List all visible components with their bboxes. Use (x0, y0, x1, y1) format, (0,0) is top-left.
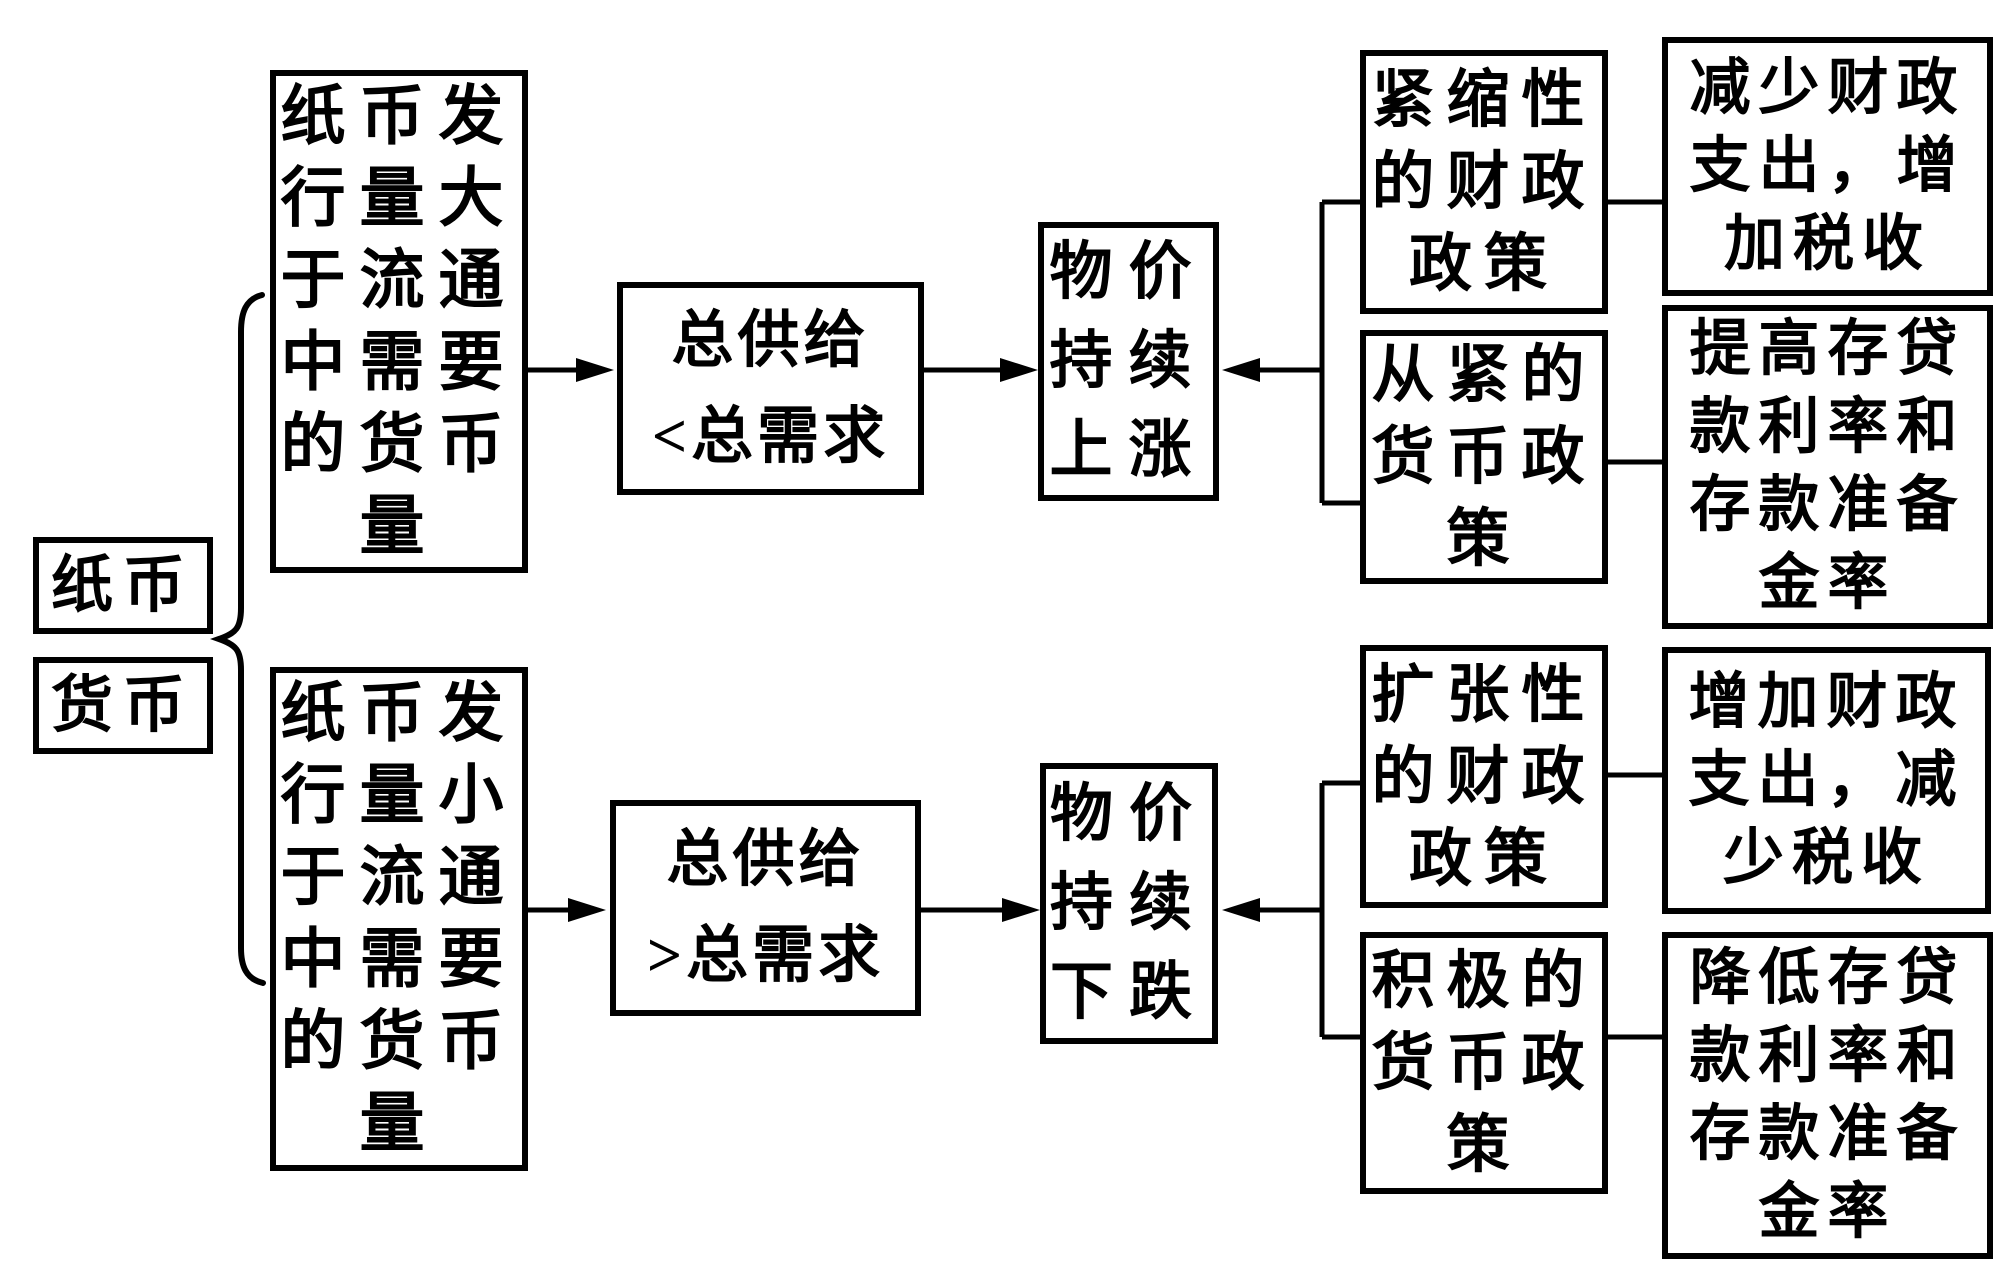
contractionary-fiscal-policy-box: 紧缩性 的财政 政策 (1360, 50, 1608, 314)
currency-box: 货币 (33, 657, 213, 754)
raise-interest-and-reserve-ratio-box: 提高存贷 款利率和 存款准备 金率 (1662, 305, 1993, 629)
cut-spending-raise-tax-box: 减少财政 支出，增 加税收 (1662, 37, 1993, 296)
increase-spending-cut-tax-box: 增加财政 支出，减 少税收 (1662, 647, 1991, 914)
arrow-right-head-icon (1002, 898, 1040, 922)
supply-less-than-demand-box: 总供给 <总需求 (617, 282, 924, 495)
expansionary-fiscal-policy-box: 扩张性 的财政 政策 (1360, 645, 1608, 908)
paper-money-box: 纸币 (33, 537, 213, 634)
under-issue-condition-box: 纸币发 行量小 于流通 中需要 的货币 量 (270, 667, 528, 1171)
arrow-left-head-icon (1222, 358, 1260, 382)
arrow-left-head-icon (1222, 898, 1260, 922)
arrow-right-head-icon (576, 358, 614, 382)
curly-brace-icon (209, 292, 266, 986)
price-falling-box: 物价 持续 下跌 (1040, 763, 1218, 1044)
price-rising-box: 物价 持续 上涨 (1038, 222, 1219, 501)
arrow-right-head-icon (1000, 358, 1038, 382)
active-monetary-policy-box: 积极的 货币政 策 (1360, 932, 1608, 1194)
supply-greater-than-demand-box: 总供给 >总需求 (610, 800, 921, 1016)
arrow-right-head-icon (568, 898, 606, 922)
tight-monetary-policy-box: 从紧的 货币政 策 (1360, 330, 1608, 584)
lower-interest-and-reserve-ratio-box: 降低存贷 款利率和 存款准备 金率 (1662, 932, 1993, 1259)
over-issue-condition-box: 纸币发 行量大 于流通 中需要 的货币 量 (270, 70, 528, 573)
